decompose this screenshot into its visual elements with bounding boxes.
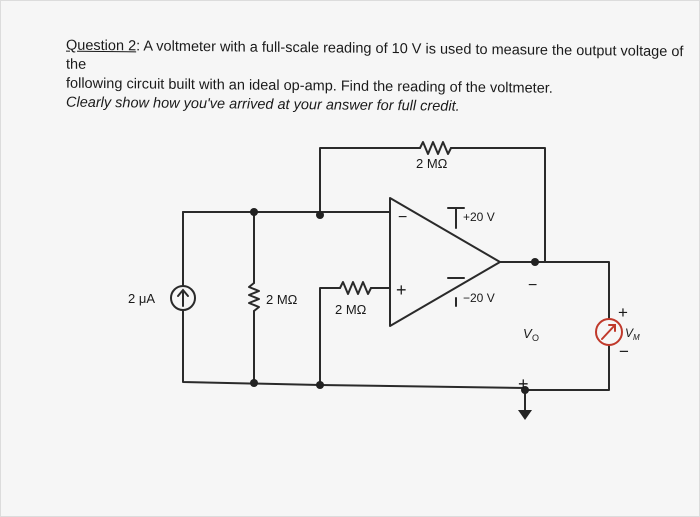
up-arrow-icon <box>177 288 189 307</box>
vo-plus-sign: + <box>518 374 529 394</box>
node-top-feedback <box>316 211 324 219</box>
source-bottom-wire <box>182 309 526 389</box>
meter-needle-icon <box>601 324 616 340</box>
meter-wire-bottom <box>524 344 610 391</box>
supply-pos-label: +20 V <box>463 210 495 224</box>
vm-minus-sign: − <box>619 342 629 361</box>
vm-sub: M <box>633 333 640 342</box>
vo-minus-sign: − <box>528 277 537 294</box>
feedback-resistor <box>419 141 452 155</box>
voltmeter <box>595 318 623 346</box>
feedback-wire-right <box>450 147 546 263</box>
vm-label: V <box>625 326 634 340</box>
node-bottom-shunt <box>250 379 258 387</box>
input-resistor <box>339 281 372 295</box>
current-source <box>170 285 196 311</box>
shunt-resistor <box>248 282 260 312</box>
ground-arrow-icon <box>518 410 532 420</box>
supply-neg-label: −20 V <box>463 291 495 305</box>
feedback-wire <box>319 147 421 216</box>
node-output <box>531 258 539 266</box>
current-source-label: 2 μA <box>128 291 155 306</box>
op-amp <box>389 197 501 327</box>
shunt-resistor-label: 2 MΩ <box>266 292 298 307</box>
supply-pos-lead <box>447 207 465 229</box>
node-top-shunt <box>250 208 258 216</box>
vm-plus-sign: + <box>618 303 628 322</box>
noninverting-sign: + <box>396 280 407 300</box>
feedback-resistor-label: 2 MΩ <box>416 156 448 171</box>
meter-wire-top <box>534 261 610 321</box>
vo-sub: O <box>532 333 539 343</box>
node-ground <box>521 386 529 394</box>
input-resistor-label: 2 MΩ <box>335 302 367 317</box>
vo-label: V <box>523 326 533 341</box>
node-bottom-input <box>316 381 324 389</box>
input-wire-left <box>319 287 341 386</box>
supply-neg-lead <box>447 277 465 307</box>
inverting-sign: − <box>398 209 407 226</box>
